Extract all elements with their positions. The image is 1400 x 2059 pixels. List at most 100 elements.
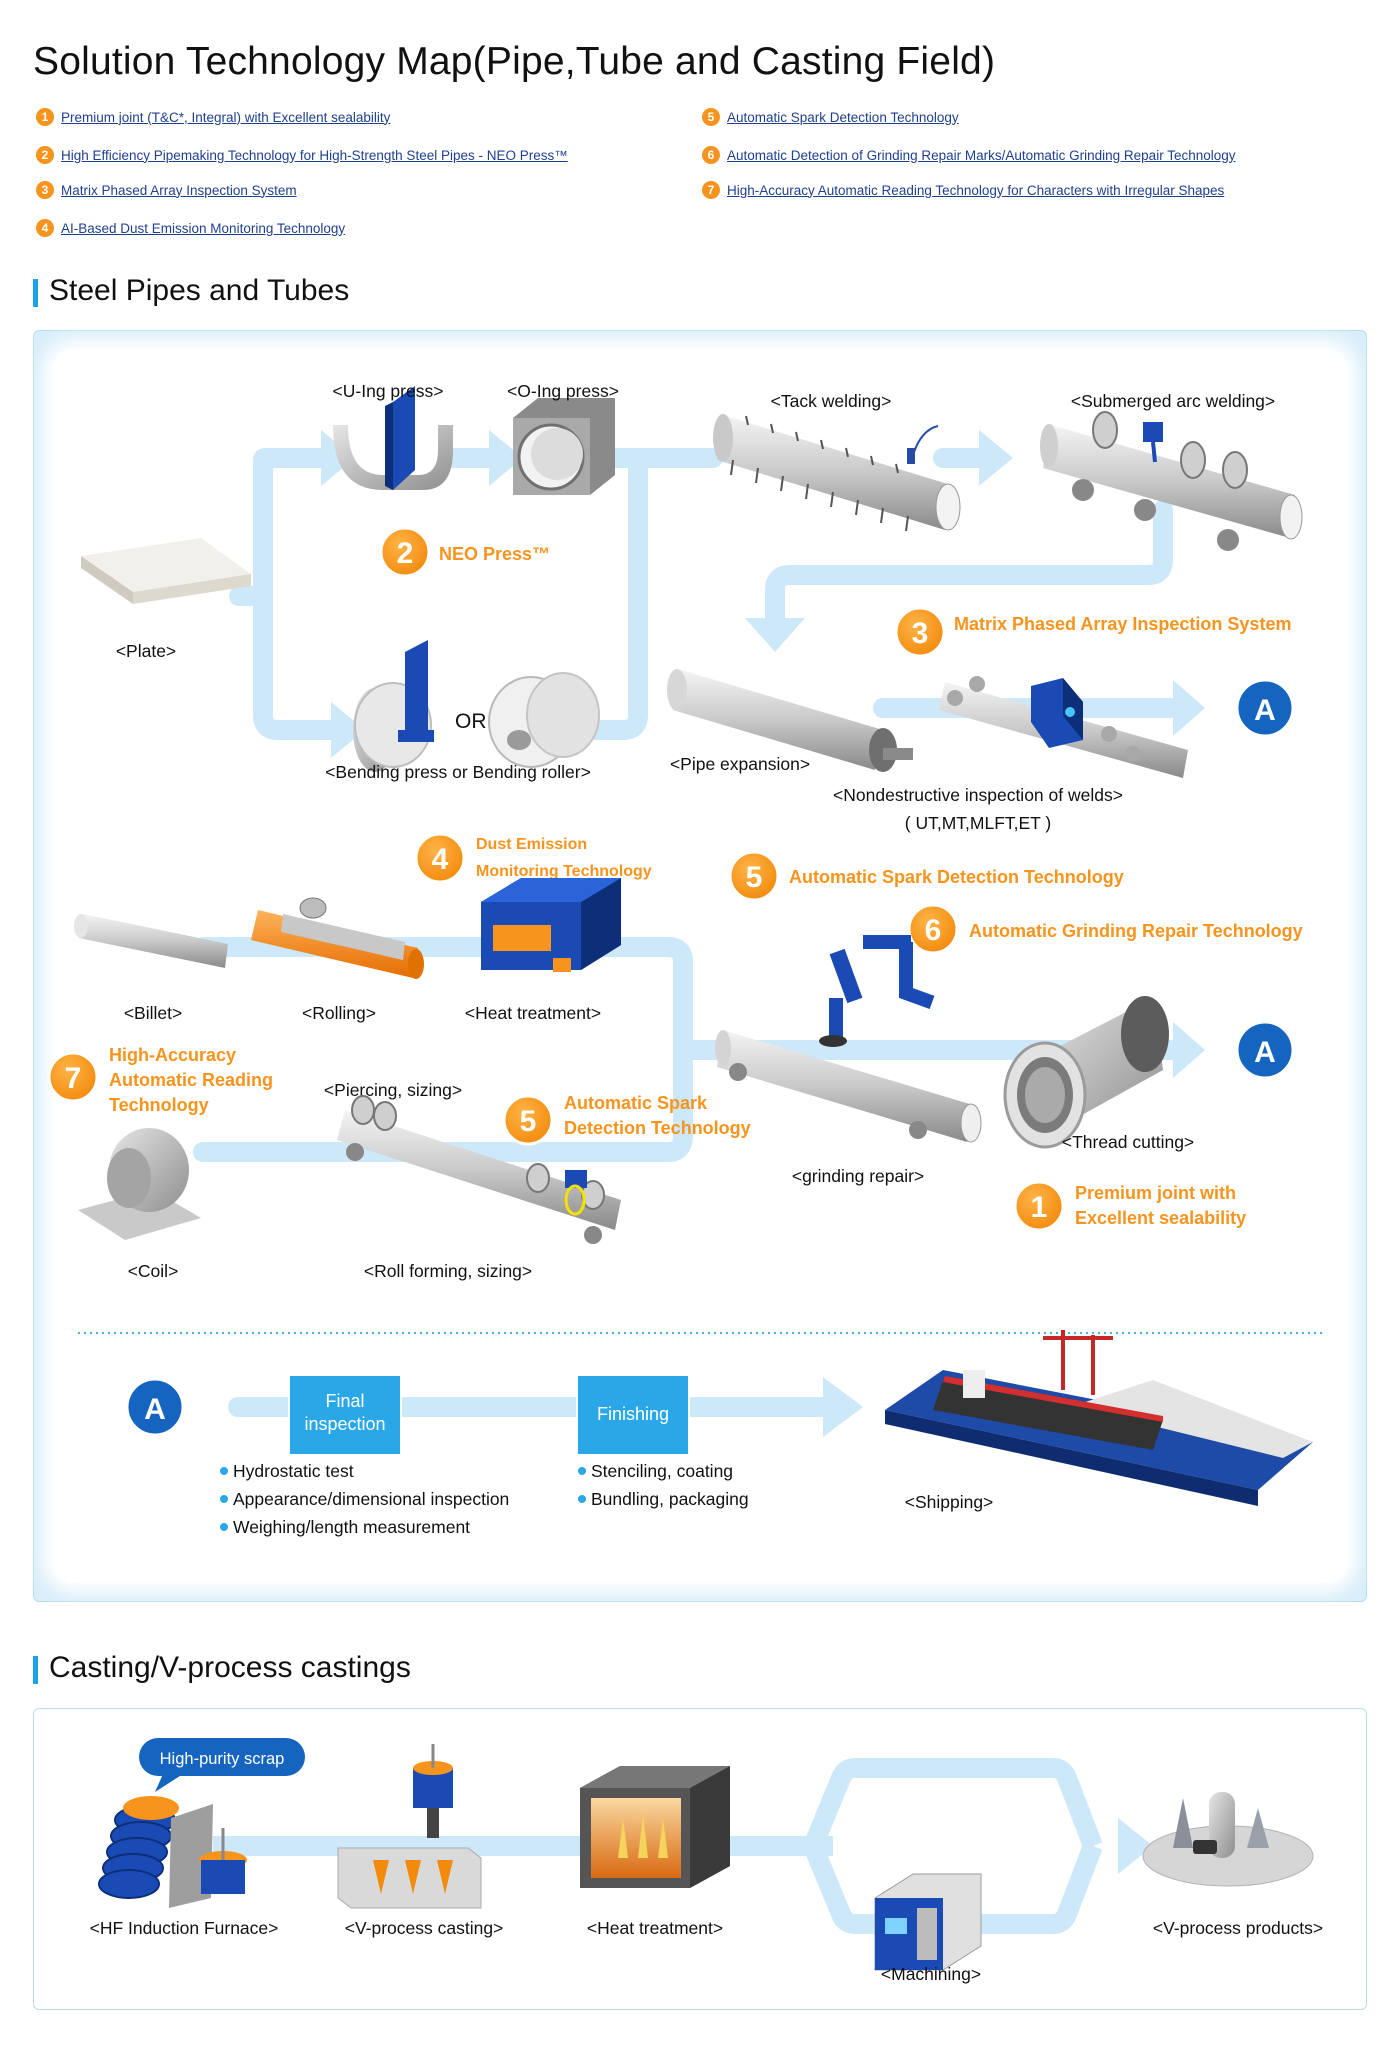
spark-number: 5 [746, 861, 763, 894]
casting-arrowhead [1118, 1818, 1153, 1874]
final-inspection-line1: Final [325, 1391, 364, 1411]
legend-link[interactable]: Automatic Spark Detection Technology [727, 109, 959, 125]
final-item-1: Hydrostatic test [233, 1461, 354, 1481]
legend-item-7[interactable]: 7 High-Accuracy Automatic Reading Techno… [702, 181, 1224, 199]
a-badge-middle [1235, 1020, 1295, 1080]
u-press-label: <U-Ing press> [333, 381, 444, 401]
final-inspection-line2: inspection [304, 1414, 385, 1434]
neo-press-label: NEO Press™ [439, 544, 550, 564]
a-badge-top-label: A [1254, 694, 1276, 727]
bending-label: <Bending press or Bending roller> [325, 762, 591, 782]
premium-label-line1: Premium joint with [1075, 1183, 1236, 1203]
machining-illustration [874, 1873, 982, 1971]
legend-link[interactable]: Premium joint (T&C*, Integral) with Exce… [61, 109, 391, 125]
thread-cutting-label: <Thread cutting> [1062, 1132, 1194, 1152]
a-badge-top [1235, 678, 1295, 738]
scrap-label: High-purity scrap [160, 1750, 285, 1768]
finishing-label: Finishing [597, 1404, 669, 1424]
a-badge-bottom [125, 1377, 185, 1437]
spark2-label-line2: Detection Technology [564, 1118, 751, 1138]
products-label: <V-process products> [1153, 1918, 1323, 1938]
grind-number-badge [907, 903, 959, 955]
ndi-label: <Nondestructive inspection of welds> [833, 785, 1123, 805]
bending-press-illustration [353, 640, 434, 772]
dust-number: 4 [432, 843, 449, 876]
premium-label-line2: Excellent sealability [1075, 1208, 1246, 1228]
pipe-expansion-illustration [667, 669, 913, 772]
furnace-label: <HF Induction Furnace> [90, 1918, 279, 1938]
v-casting-illustration [337, 1744, 482, 1909]
section-title-pipes: Steel Pipes and Tubes [33, 274, 349, 308]
final-inspection-box [288, 1374, 402, 1456]
ocr-label-line3: Technology [109, 1095, 209, 1115]
legend-item-2[interactable]: 2 High Efficiency Pipemaking Technology f… [36, 146, 568, 164]
coil-illustration [78, 1128, 201, 1240]
a-badge-middle-label: A [1254, 1036, 1276, 1069]
v-products-illustration [1142, 1792, 1314, 1887]
casting-flow-diagram: High-purity scrap <HF Induction Furnace>… [90, 1738, 1323, 1984]
bending-roller-illustration [488, 672, 600, 768]
o-press-illustration [513, 398, 615, 495]
spark-label: Automatic Spark Detection Technology [789, 867, 1124, 887]
finishing-list: Stenciling, coating Bundling, packaging [578, 1461, 749, 1509]
rolling-label: <Rolling> [302, 1003, 376, 1023]
shipping-label: <Shipping> [905, 1492, 994, 1512]
shipping-illustration [885, 1330, 1313, 1506]
legend-number: 4 [36, 219, 54, 237]
legend-link[interactable]: Automatic Detection of Grinding Repair M… [727, 147, 1236, 163]
tack-welding-label: <Tack welding> [771, 391, 892, 411]
roll-forming-illustration [337, 1095, 621, 1244]
heat-treatment-illustration [481, 878, 621, 972]
legend-item-1[interactable]: 1 Premium joint (T&C*, Integral) with Exc… [36, 108, 390, 126]
pipes-flow-diagram: <Plate> <U-Ing press> <O-Ing press> 2 NE… [47, 381, 1323, 1537]
ocr-number: 7 [65, 1062, 82, 1095]
section-title-casting: Casting/V-process castings [33, 1651, 411, 1685]
final-inspection-list: Hydrostatic test Appearance/dimensional … [220, 1461, 509, 1537]
legend-item-4[interactable]: 4 AI-Based Dust Emission Monitoring Techn… [36, 219, 345, 237]
premium-number-badge [1013, 1180, 1065, 1232]
legend-number: 1 [36, 108, 54, 126]
or-label: OR [455, 710, 487, 733]
u-press-illustration [333, 386, 453, 490]
finishing-box [576, 1374, 690, 1456]
thread-cutting-illustration [1003, 996, 1169, 1149]
legend-link[interactable]: AI-Based Dust Emission Monitoring Techno… [61, 220, 346, 236]
mpa-number-badge [894, 606, 946, 658]
mpa-number: 3 [912, 617, 929, 650]
piercing-label: <Piercing, sizing> [324, 1080, 462, 1100]
casting-panel [33, 1708, 1367, 2010]
finish-item-1: Stenciling, coating [591, 1461, 733, 1481]
o-press-label: <O-Ing press> [507, 381, 619, 401]
billet-illustration [74, 914, 228, 968]
saw-label: <Submerged arc welding> [1071, 391, 1275, 411]
legend-number: 6 [702, 146, 720, 164]
grind-label: Automatic Grinding Repair Technology [969, 921, 1303, 941]
dust-label-line2: Monitoring Technology [476, 863, 652, 880]
billet-label: <Billet> [124, 1003, 182, 1023]
grinding-label: <grinding repair> [792, 1166, 924, 1186]
grind-number: 6 [925, 914, 942, 947]
submerged-arc-welding-illustration [1040, 411, 1303, 551]
heat-treatment-label: <Heat treatment> [465, 1003, 601, 1023]
premium-number: 1 [1031, 1191, 1048, 1224]
legend-link[interactable]: Matrix Phased Array Inspection System [61, 182, 297, 198]
roll-forming-label: <Roll forming, sizing> [364, 1261, 532, 1281]
spark2-label-line1: Automatic Spark [564, 1093, 708, 1113]
legend-link[interactable]: High-Accuracy Automatic Reading Technolo… [727, 182, 1225, 198]
final-item-2: Appearance/dimensional inspection [233, 1489, 509, 1509]
ocr-label-line1: High-Accuracy [109, 1045, 236, 1065]
grinding-repair-illustration [715, 935, 982, 1143]
machining-label: <Machining> [881, 1964, 981, 1984]
legend-number: 3 [36, 181, 54, 199]
final-item-3: Weighing/length measurement [233, 1517, 470, 1537]
vcast-label: <V-process casting> [345, 1918, 504, 1938]
legend-item-5[interactable]: 5 Automatic Spark Detection Technology [702, 108, 959, 126]
legend-number: 2 [36, 146, 54, 164]
legend-item-6[interactable]: 6 Automatic Detection of Grinding Repair … [702, 146, 1236, 164]
casting-heat-treatment-illustration [580, 1766, 730, 1888]
legend-number: 5 [702, 108, 720, 126]
legend-item-3[interactable]: 3 Matrix Phased Array Inspection System [36, 181, 297, 199]
ocr-label-line2: Automatic Reading [109, 1070, 273, 1090]
legend-number: 7 [702, 181, 720, 199]
legend-link[interactable]: High Efficiency Pipemaking Technology fo… [61, 147, 568, 163]
